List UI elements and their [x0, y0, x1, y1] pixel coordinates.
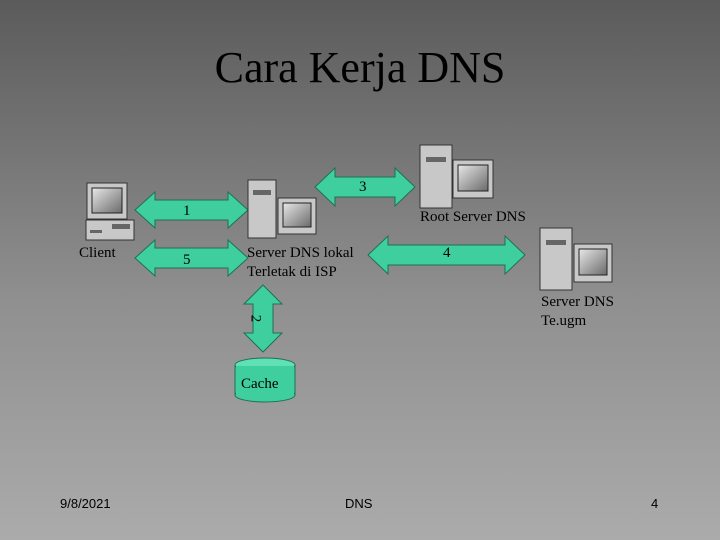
footer-page-number: 4 — [651, 496, 659, 511]
arrow-1-label: 1 — [183, 203, 191, 219]
root-dns-server-icon — [419, 144, 494, 209]
slide-title: Cara Kerja DNS — [214, 43, 506, 92]
local-dns-server-icon — [247, 179, 317, 239]
local-dns-label-line1: Server DNS lokal — [247, 245, 354, 261]
root-dns-label: Root Server DNS — [420, 209, 526, 225]
cache-cylinder — [234, 357, 296, 403]
te-dns-label-line1: Server DNS — [541, 294, 614, 310]
footer-center: DNS — [345, 496, 373, 511]
arrow-3 — [314, 166, 416, 208]
client-label: Client — [79, 245, 116, 261]
arrow-1 — [134, 190, 249, 230]
arrow-4 — [367, 234, 526, 276]
cache-label: Cache — [241, 376, 279, 392]
arrow-3-label: 3 — [359, 179, 367, 195]
local-dns-label-line2: Terletak di ISP — [247, 264, 337, 280]
arrow-5-label: 5 — [183, 252, 191, 268]
arrow-2-label: 2 — [247, 314, 264, 323]
footer-date: 9/8/2021 — [60, 496, 111, 511]
arrow-5 — [134, 238, 249, 278]
arrow-4-label: 4 — [443, 245, 451, 261]
arrow-2 — [242, 284, 284, 353]
te-ugm-dns-server-icon — [539, 227, 613, 291]
client-computer-icon — [85, 182, 135, 241]
te-dns-label-line2: Te.ugm — [541, 313, 587, 329]
